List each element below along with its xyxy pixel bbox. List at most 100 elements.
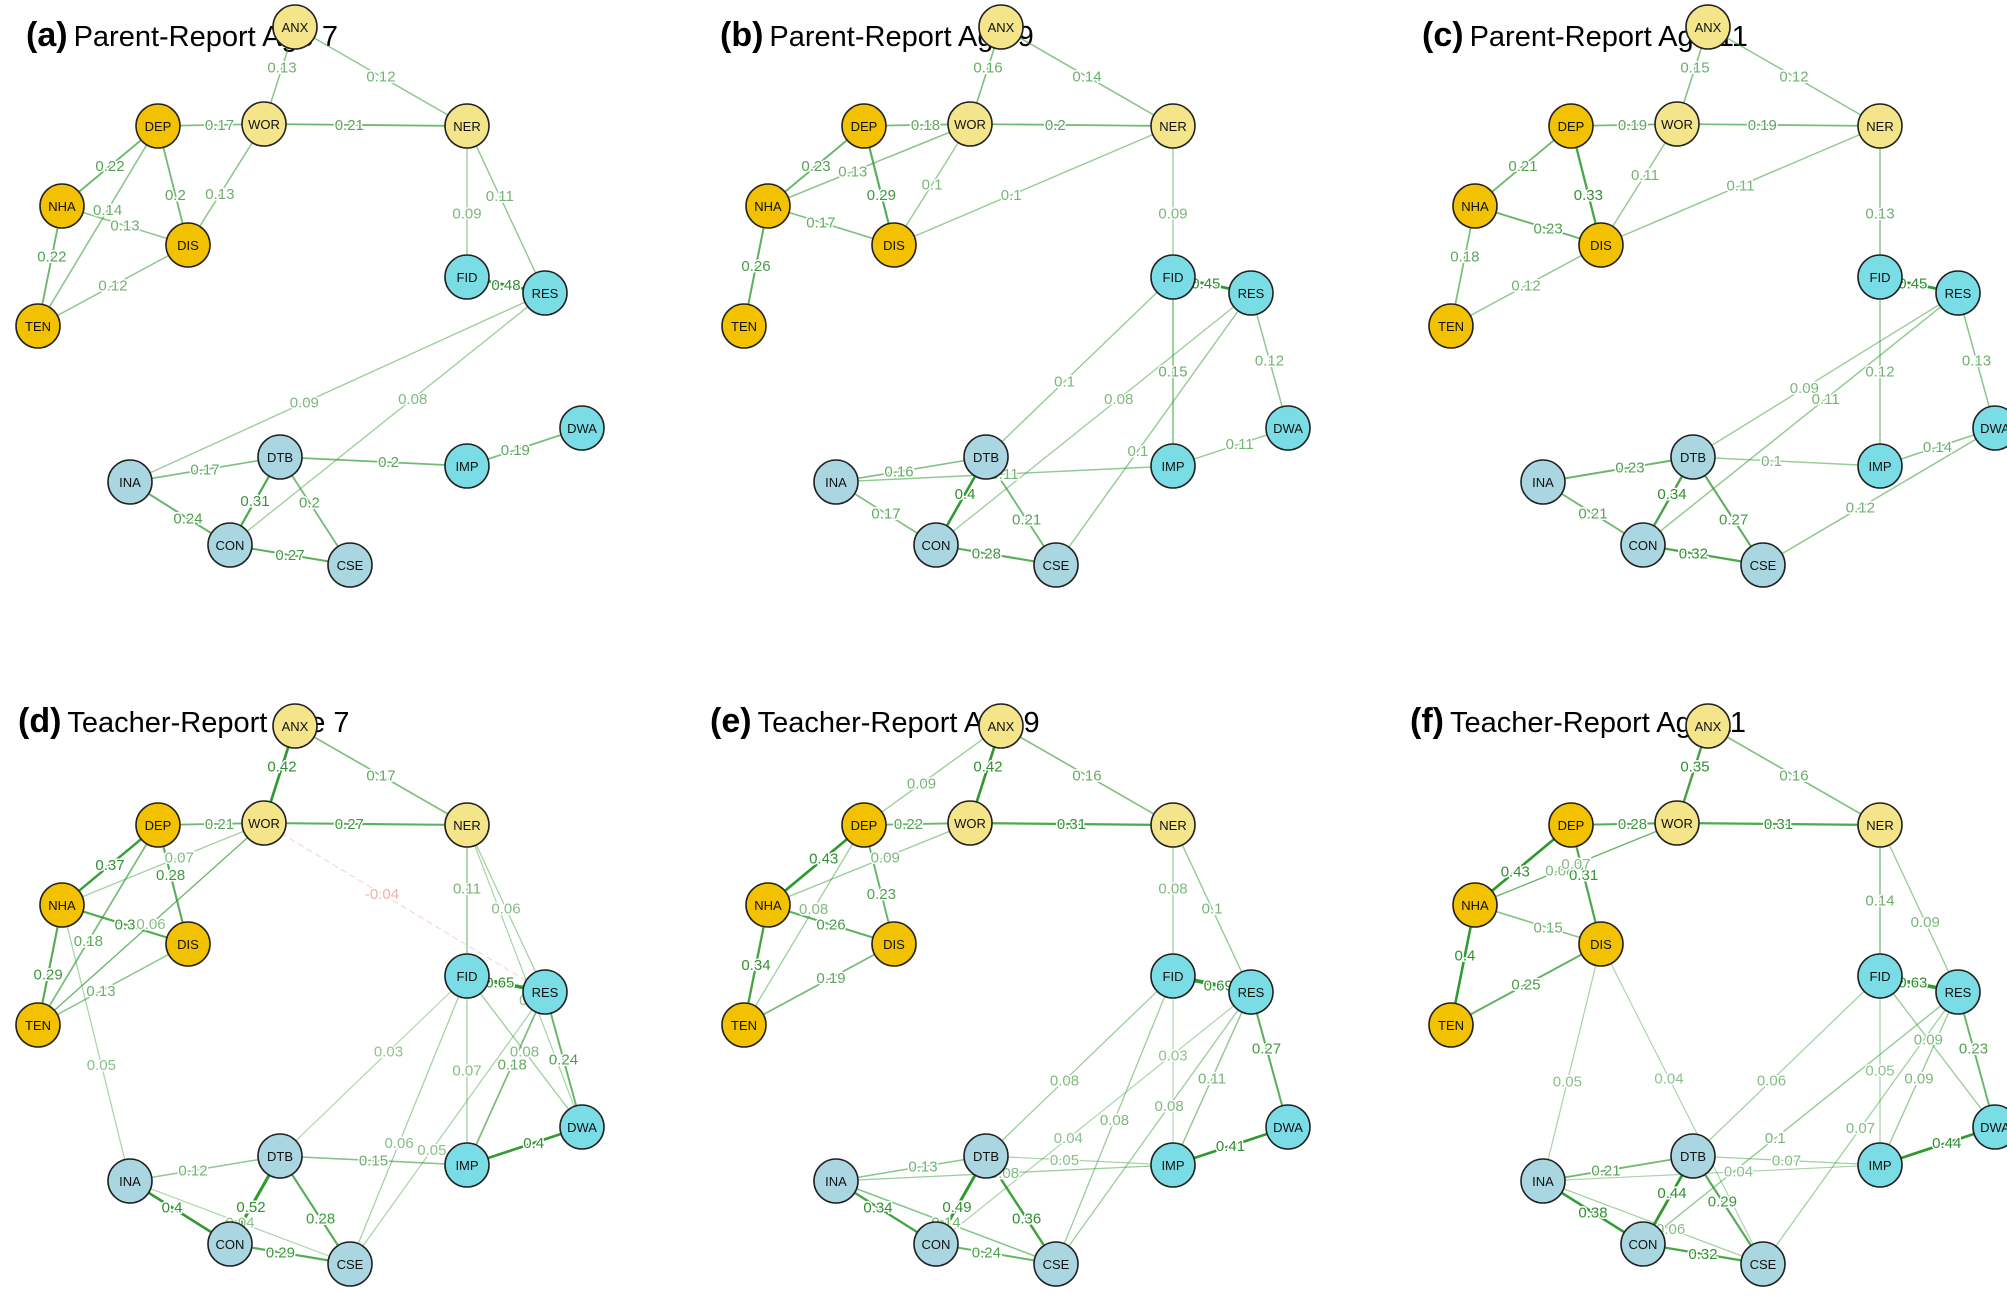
- edge-weight-label: 0.4: [523, 1135, 544, 1152]
- node-label: ANX: [988, 20, 1015, 35]
- node-ner: NER: [1150, 103, 1196, 149]
- node-circle: [1265, 405, 1311, 451]
- edge-weight-label: 0.29: [1708, 1193, 1737, 1210]
- node-label: DEP: [145, 818, 172, 833]
- node-ten: TEN: [721, 1002, 767, 1048]
- node-res: RES: [522, 969, 568, 1015]
- edge-weight-label: 0.28: [972, 545, 1001, 562]
- edge-RES-CSE: [1055, 991, 1252, 1265]
- edge-weight-label: 0.06: [491, 901, 520, 918]
- node-fid: FID: [444, 953, 490, 999]
- edge-ANX-NER: [294, 26, 468, 127]
- node-anx: ANX: [1685, 703, 1731, 749]
- edge-weight-label: 0.22: [37, 248, 66, 265]
- node-label: FID: [457, 969, 478, 984]
- node-label: TEN: [731, 319, 757, 334]
- edge-RES-CON: [229, 292, 546, 546]
- edge-weight-label: 0.19: [816, 970, 845, 987]
- node-circle: [444, 953, 490, 999]
- node-circle: [327, 542, 373, 588]
- node-con: CON: [913, 522, 959, 568]
- edge-weight-label: 0.09: [1904, 1071, 1933, 1088]
- node-circle: [444, 443, 490, 489]
- node-circle: [1654, 101, 1700, 147]
- node-circle: [1857, 802, 1903, 848]
- edge-weight-label: 0.09: [1911, 914, 1940, 931]
- node-label: RES: [532, 985, 559, 1000]
- node-circle: [1428, 1002, 1474, 1048]
- node-ina: INA: [107, 459, 153, 505]
- node-circle: [1033, 542, 1079, 588]
- node-label: DWA: [567, 1120, 597, 1135]
- edge-NHA-WOR: [1474, 822, 1678, 906]
- node-wor: WOR: [947, 101, 993, 147]
- edge-weight-label: 0.08: [799, 901, 828, 918]
- edge-weight-label: 0.09: [907, 775, 936, 792]
- node-label: FID: [1870, 969, 1891, 984]
- edge-weight-label: 0.38: [1578, 1205, 1607, 1222]
- node-ina: INA: [813, 1158, 859, 1204]
- node-dtb: DTB: [257, 1133, 303, 1179]
- node-circle: [745, 882, 791, 928]
- node-circle: [963, 434, 1009, 480]
- edge-weight-label: 0.1: [1761, 453, 1782, 470]
- edge-weight-label: 0.15: [1533, 920, 1562, 937]
- edge-NER-RES: [466, 824, 546, 993]
- node-circle: [207, 522, 253, 568]
- edge-weight-label: 0.21: [1591, 1163, 1620, 1180]
- node-circle: [1548, 103, 1594, 149]
- edge-weight-label: 0.13: [110, 218, 139, 235]
- node-circle: [1857, 103, 1903, 149]
- node-circle: [1972, 405, 2007, 451]
- edge-weight-label: 0.11: [1226, 436, 1254, 453]
- node-circle: [1857, 443, 1903, 489]
- node-label: DIS: [177, 238, 199, 253]
- edge-weight-label: 0.14: [1072, 69, 1101, 86]
- node-label: RES: [532, 286, 559, 301]
- edge-weight-label: 0.28: [1618, 816, 1647, 833]
- edge-weight-label: 0.13: [86, 983, 115, 1000]
- node-ner: NER: [1150, 802, 1196, 848]
- node-dep: DEP: [135, 103, 181, 149]
- edge-weight-label: 0.27: [1719, 512, 1748, 529]
- node-circle: [1150, 802, 1196, 848]
- edge-weight-label: 0.19: [501, 442, 530, 459]
- edge-NER-RES: [1879, 824, 1959, 993]
- edge-INA-CSE: [1542, 1180, 1764, 1265]
- node-circle: [165, 921, 211, 967]
- node-dis: DIS: [165, 921, 211, 967]
- edge-INA-CSE: [835, 1180, 1057, 1265]
- edge-INA-IMP: [1542, 1164, 1881, 1182]
- node-wor: WOR: [1654, 101, 1700, 147]
- edge-DIS-INA: [1542, 943, 1602, 1182]
- edge-INA-DTB: [1542, 1155, 1694, 1182]
- edge-weight-label: 0.11: [486, 188, 514, 205]
- edge-ANX-NER: [1000, 26, 1174, 127]
- edge-weight-label: 0.14: [1865, 893, 1894, 910]
- node-label: NER: [453, 119, 480, 134]
- node-anx: ANX: [978, 703, 1024, 749]
- edge-NHA-WOR: [61, 822, 265, 906]
- edge-weight-label: 0.08: [1050, 1072, 1079, 1089]
- node-cse: CSE: [1033, 1241, 1079, 1287]
- edge-weight-label: 0.22: [894, 816, 923, 833]
- node-circle: [1740, 1241, 1786, 1287]
- edge-ANX-NER: [1707, 26, 1881, 127]
- node-label: WOR: [954, 816, 986, 831]
- node-imp: IMP: [444, 443, 490, 489]
- edge-TEN-WOR: [37, 822, 265, 1026]
- edge-RES-DWA: [1250, 292, 1289, 429]
- edge-weight-label: 0.12: [1865, 364, 1894, 381]
- edge-weight-label: 0.11: [1631, 167, 1659, 184]
- edge-NER-DIS: [1600, 125, 1881, 246]
- edge-WOR-RES: [263, 822, 546, 993]
- edge-weight-label: 0.13: [205, 186, 234, 203]
- edge-weight-label: 0.27: [335, 816, 364, 833]
- edge-FID-DTB: [985, 975, 1174, 1157]
- edge-ANX-DEP: [863, 725, 1002, 826]
- edge-ANX-NER: [1000, 725, 1174, 826]
